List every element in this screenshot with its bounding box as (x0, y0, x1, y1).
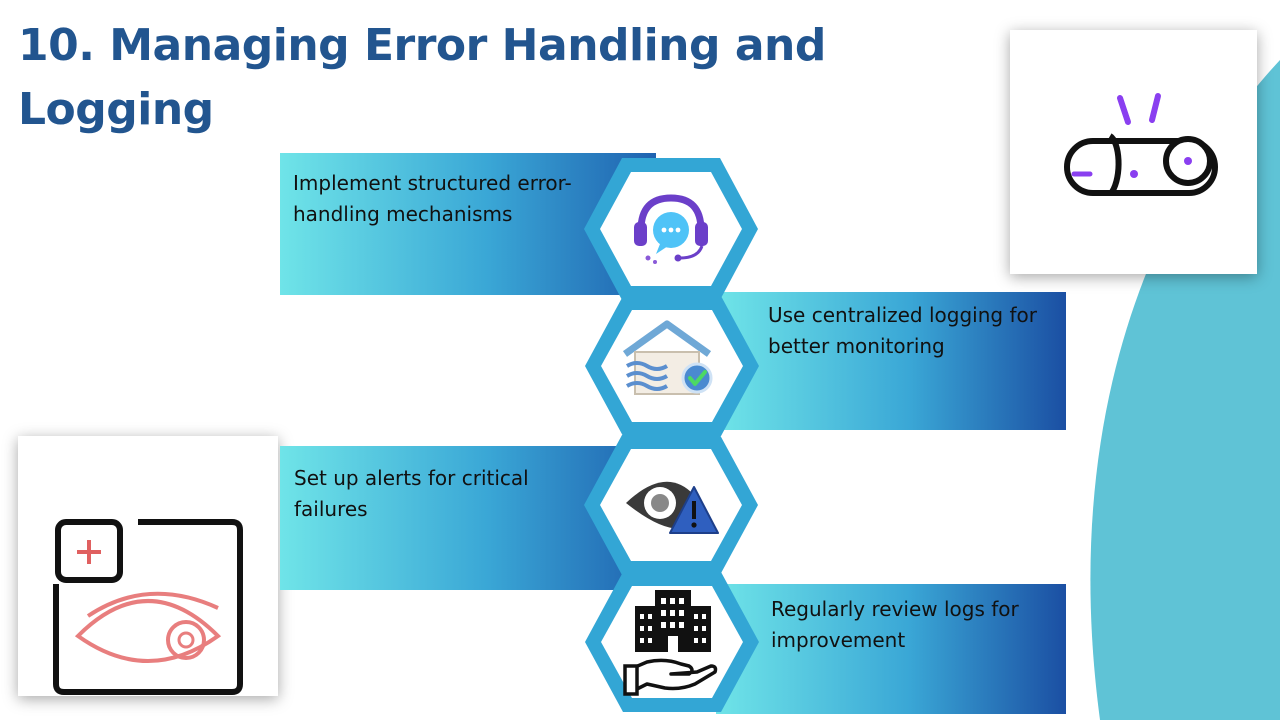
step-1-text: Implement structured error-handling mech… (293, 171, 572, 226)
step-2-banner (718, 292, 1066, 430)
step-3-text: Set up alerts for critical failures (294, 466, 529, 521)
hand-buildings-icon (623, 590, 718, 696)
slide-title: 10. Managing Error Handling and Logging (18, 20, 826, 135)
eye-window-card (18, 436, 278, 696)
step-2-text: Use centralized logging for better monit… (768, 303, 1037, 358)
step-4-text: Regularly review logs for improvement (771, 597, 1019, 652)
eye-warning-icon (626, 481, 719, 534)
secure-server-check-icon (622, 320, 713, 395)
toggle-switch-icon (1064, 93, 1218, 196)
headset-chat-icon (634, 194, 708, 264)
toggle-card (1010, 30, 1257, 274)
step-4-banner (716, 584, 1066, 714)
eye-window-icon (53, 519, 243, 695)
